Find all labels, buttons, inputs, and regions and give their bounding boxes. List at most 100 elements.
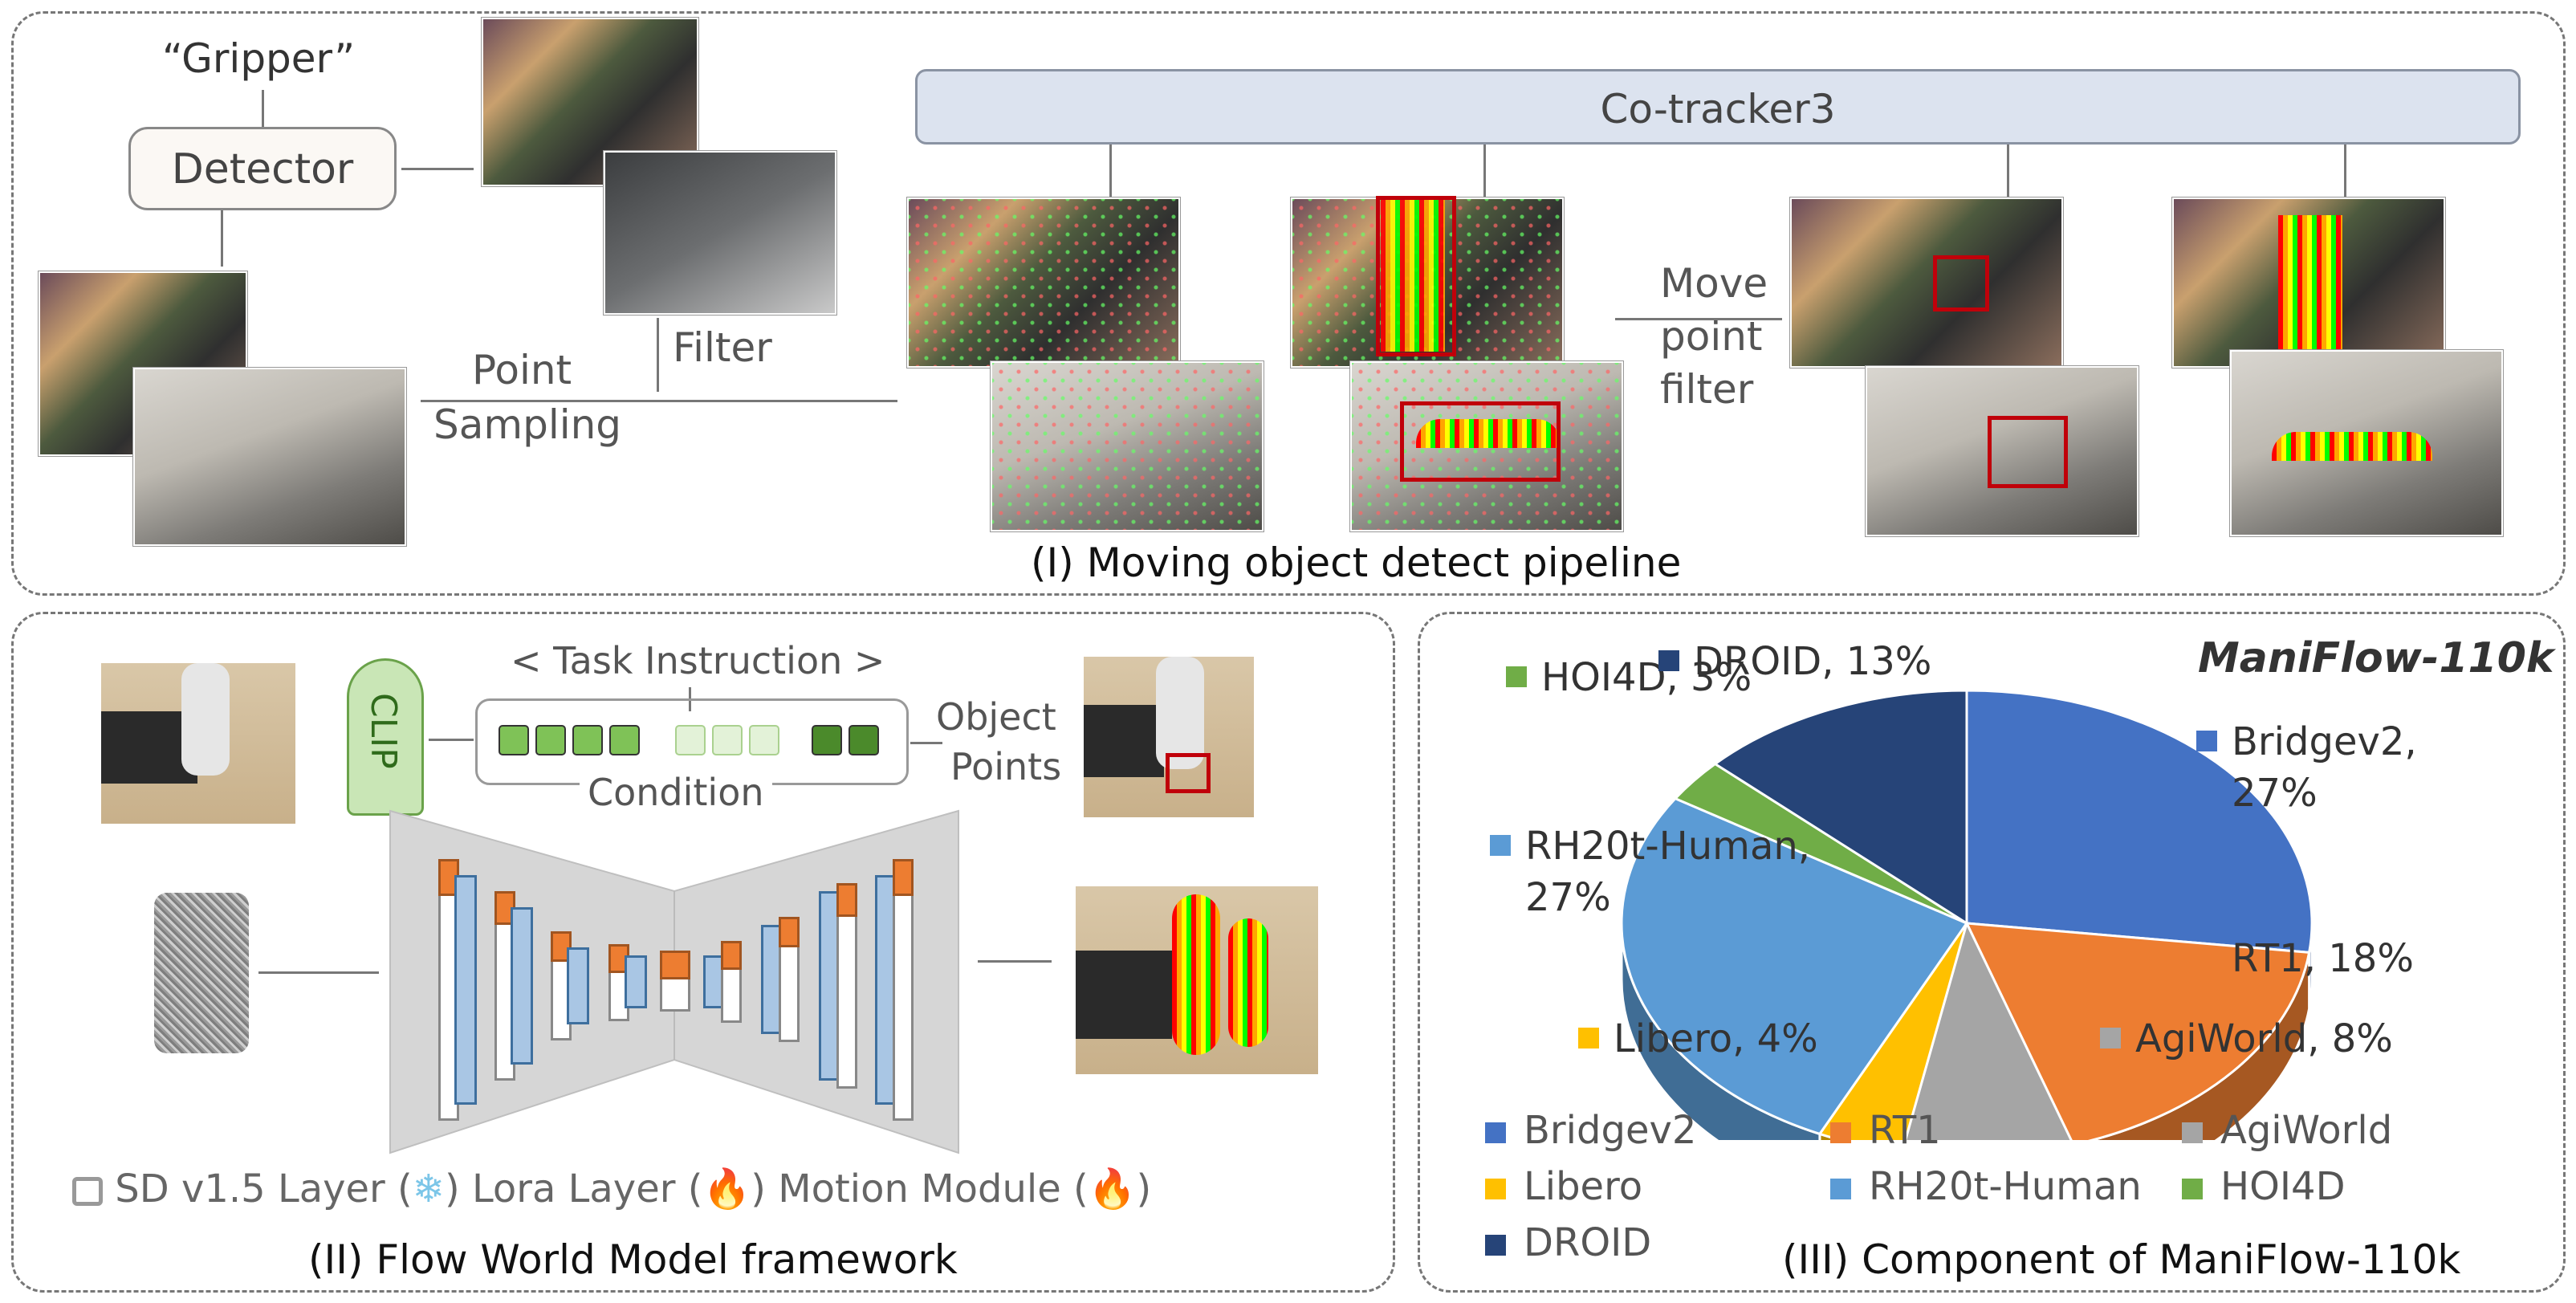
pie-side-libero [1818,1132,1846,1140]
moving-object-robot-box [1933,255,1989,311]
fire-icon: 🔥 [1088,1167,1137,1211]
move-filter-arrow [1615,318,1782,320]
panel2-caption: (II) Flow World Model framework [308,1236,958,1283]
legend-item: RH20t-Human [1830,1164,2142,1209]
pie-slice-droid [1712,689,1968,926]
pie-chart: Bridgev2, 27% RT1, 18% AgiWorld, 8% Libero, … [1490,639,2417,1140]
object-points-arrow [910,742,942,744]
condition-token-1 [499,725,529,755]
sampling-arrow [421,400,897,402]
legend-label: AgiWorld [2220,1108,2393,1153]
cotracker-bar: Co-tracker3 [915,69,2521,145]
legend-item: RT1 [1830,1108,1941,1153]
slice-label: RT1, 18% [2232,936,2414,981]
noise-arrow [258,971,379,974]
slice-label-swatch [2196,731,2217,751]
filtered-image-human [604,151,836,315]
legend-label: HOI4D [2220,1164,2346,1209]
slice-label: RH20t-Human, [1525,824,1810,869]
slice-label-swatch [1506,666,1527,687]
legend-item: HOI4D [2182,1164,2346,1209]
pie-legend: Bridgev2 RT1 AgiWorld Libero RH20t-Human… [1485,1108,2529,1285]
slice-label-swatch [1490,835,1511,856]
image-to-detector-arrow-v [221,210,223,267]
object-points-box [1166,753,1211,793]
legend-swatch-rh20t [1830,1179,1851,1199]
legend-swatch-agiworld [2182,1122,2203,1143]
condition-token-3 [572,725,603,755]
condition-label: Condition [580,771,772,814]
slice-label: HOI4D, 3% [1541,655,1752,700]
robot-track-box [1376,196,1456,356]
output-arrow [978,960,1052,963]
legend-label: Libero [1524,1164,1643,1209]
condition-token-8 [812,725,842,755]
legend-swatch-droid [1485,1235,1506,1256]
panel1-caption: (I) Moving object detect pipeline [1031,540,1682,586]
legend-swatch-libero [1485,1179,1506,1199]
motion-module-label: ) Motion Module ( [751,1167,1089,1211]
input-robot-scene [101,663,295,824]
panel3-caption: (III) Component of ManiFlow-110k [1782,1236,2461,1283]
pie-slice-agiworld [1904,919,2073,1140]
pie-slice-rh20t-human [1620,796,1969,1136]
final-human-track [2272,432,2432,461]
human-track [1416,419,1561,448]
unet-layers [425,851,923,1124]
noise-input [154,893,249,1053]
legend-label: DROID [1524,1220,1652,1265]
fire-icon: 🔥 [702,1167,751,1211]
final-track-human [2230,350,2503,536]
sd-layer-label: SD v1.5 Layer ( [115,1167,413,1211]
cotracker-arrow-3 [2007,145,2009,197]
slice-label-swatch [1578,1028,1599,1049]
detector-label: Detector [171,145,354,193]
snowflake-icon: ❄ [412,1167,445,1211]
move-filter-label-3: filter [1660,366,1754,413]
legend-swatch-hoi4d [2182,1179,2203,1199]
chart-title: ManiFlow-110k [2198,634,2554,682]
panel-component-maniflow [1418,612,2566,1293]
slice-label: Libero, 4% [1614,1016,1818,1061]
moving-object-robot [1790,197,2063,368]
object-points-scene [1084,657,1254,817]
legend-close: ) [1136,1167,1152,1211]
clip-encoder: CLIP [347,658,424,816]
task-instruction-label: < Task Instruction > [511,639,885,682]
condition-token-2 [535,725,566,755]
panel-moving-object-pipeline [11,11,2566,596]
sd-layer-swatch [72,1177,103,1206]
slice-label-line2: 27% [2232,771,2318,816]
move-filter-label-2: point [1660,313,1763,360]
legend-label: Bridgev2 [1524,1108,1697,1153]
slice-label: AgiWorld, 8% [2135,1016,2393,1061]
panel-flow-world-model [11,612,1395,1293]
legend-item: Bridgev2 [1485,1108,1696,1153]
pie-slice-bridgev2 [1965,689,2314,954]
moving-object-human-box [1988,416,2068,488]
move-filter-label-1: Move [1660,260,1768,307]
lora-layer-label: ) Lora Layer ( [444,1167,703,1211]
legend-label: RT1 [1869,1108,1941,1153]
slice-label-swatch [2196,947,2217,968]
legend-label: RH20t-Human [1869,1164,2142,1209]
pie-slice-rt1 [1964,922,2311,1140]
detector-to-filter-arrow [401,168,474,170]
robot-track [1381,199,1445,352]
final-track-robot [2172,197,2445,368]
legend-swatch-rt1 [1830,1122,1851,1143]
slice-label: Bridgev2, [2232,719,2417,764]
layer-legend: SD v1.5 Layer (❄) Lora Layer (🔥) Motion … [72,1166,1151,1211]
legend-item: DROID [1485,1220,1651,1265]
cotracker-arrow-2 [1483,145,1486,197]
tracked-image-human [1350,361,1623,531]
gripper-label: “Gripper” [162,35,356,82]
cotracker-label: Co-tracker3 [1600,86,1836,132]
point-sampling-label-2: Sampling [433,401,622,448]
filter-label: Filter [673,324,772,371]
detector-box: Detector [128,127,397,210]
final-robot-track [2278,215,2342,352]
cotracker-arrow-1 [1109,145,1112,197]
sampled-image-human [991,361,1264,531]
object-points-label-1: Object [936,695,1056,739]
